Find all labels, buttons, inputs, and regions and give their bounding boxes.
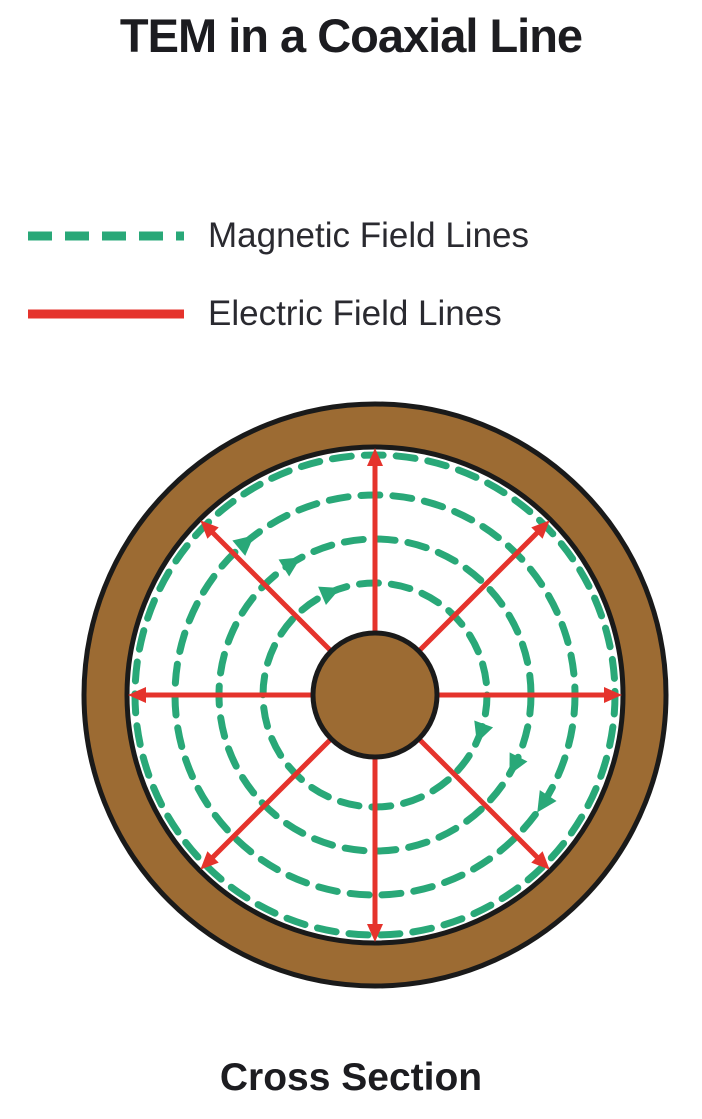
cross-section-caption: Cross Section bbox=[219, 1056, 483, 1099]
legend-label-magnetic: Magnetic Field Lines bbox=[208, 216, 529, 255]
legend-item-magnetic: Magnetic Field Lines bbox=[24, 213, 529, 259]
magnetic-field-dashed-swatch bbox=[28, 231, 184, 241]
legend-item-electric: Electric Field Lines bbox=[24, 291, 529, 337]
electric-field-solid-swatch bbox=[28, 309, 184, 319]
legend: Magnetic Field Lines Electric Field Line… bbox=[24, 213, 529, 369]
legend-label-electric: Electric Field Lines bbox=[208, 294, 502, 333]
page-title: TEM in a Coaxial Line bbox=[119, 9, 583, 62]
